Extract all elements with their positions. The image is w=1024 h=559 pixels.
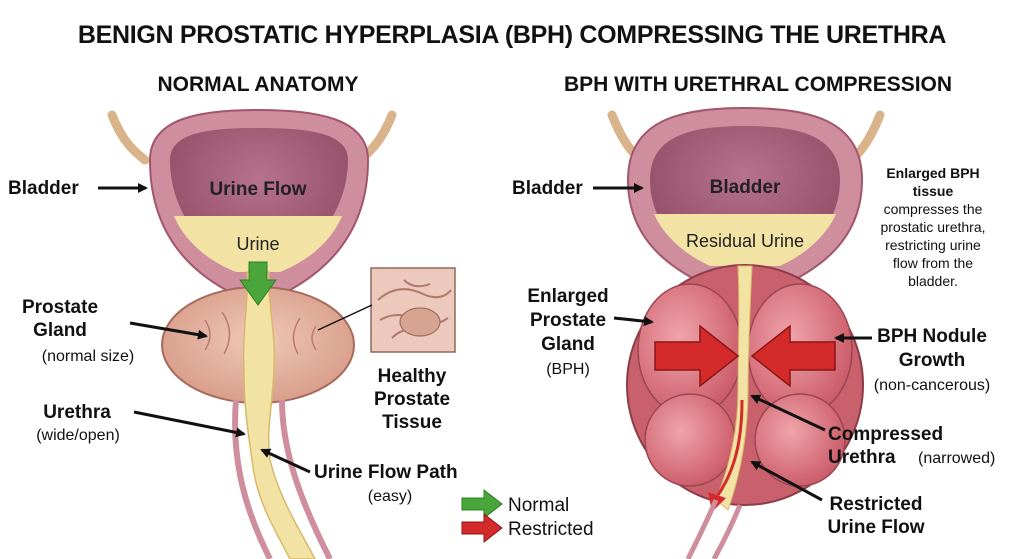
bph-heading: BPH WITH URETHRAL COMPRESSION (564, 73, 952, 96)
legend-normal-label: Normal (508, 495, 569, 516)
bph-note: Enlarged BPH tissue compresses the prost… (880, 165, 985, 289)
left-compression-arrow (654, 324, 740, 388)
bph-illustration (607, 106, 885, 559)
restricted-flow-line (716, 399, 744, 496)
note-line4: flow from the (893, 255, 973, 271)
flow-path-label: Urine Flow Path (314, 462, 458, 483)
enlarged-arrow (613, 316, 654, 327)
restricted-arrow (750, 460, 823, 502)
normal-anatomy-illustration (107, 108, 397, 559)
enlarged-label-line2: Prostate (530, 310, 606, 331)
bph-urethra-sheath (685, 498, 743, 559)
prostate-sub-label: (normal size) (42, 348, 134, 365)
restricted-label-line2: Urine Flow (827, 517, 924, 538)
prostate-label-line1: Prostate (22, 297, 98, 318)
legend: Normal Restricted (461, 488, 594, 544)
residual-urine-pool (654, 214, 836, 266)
urethra-arrow (133, 410, 246, 438)
note-line1: compresses the (884, 201, 983, 217)
urethra-label: Urethra (43, 402, 111, 423)
compressed-label-line2: Urethra (828, 447, 896, 468)
note-line5: bladder. (908, 273, 958, 289)
page-title: BENIGN PROSTATIC HYPERPLASIA (BPH) COMPR… (78, 21, 947, 49)
nodule-label-line2: Growth (899, 350, 966, 371)
healthy-tissue-pointer (317, 304, 373, 331)
healthy-tissue-inset (370, 267, 456, 353)
normal-heading: NORMAL ANATOMY (157, 73, 358, 96)
flow-path-arrow (260, 448, 311, 474)
flow-path-sub-label: (easy) (368, 488, 412, 505)
prostate-texture (204, 311, 317, 355)
normal-flow-arrow (239, 261, 277, 306)
legend-restricted-label: Restricted (508, 519, 594, 540)
note-line2: prostatic urethra, (880, 219, 985, 235)
bph-bladder-label: Bladder (512, 178, 583, 199)
restricted-label-line1: Restricted (830, 494, 923, 515)
left-ureter (107, 110, 150, 165)
enlarged-sub-label: (BPH) (546, 361, 590, 378)
right-compression-arrow (750, 324, 836, 388)
prostate-label-line2: Gland (33, 320, 87, 341)
healthy-label-line1: Healthy (378, 366, 447, 387)
compressed-arrow (750, 394, 826, 432)
enlarged-label-line3: Gland (541, 334, 595, 355)
healthy-label-line2: Prostate (374, 389, 450, 410)
healthy-label-line3: Tissue (382, 412, 442, 433)
legend-restricted-arrow-icon (461, 512, 503, 544)
residual-urine-label: Residual Urine (686, 231, 804, 251)
bph-bladder-inner-label: Bladder (710, 177, 781, 198)
urine-flow-inner-label: Urine Flow (209, 179, 306, 200)
bph-right-lower-lobe (754, 393, 846, 487)
normal-bladder-label: Bladder (8, 178, 79, 199)
note-line3: restricting urine (885, 237, 981, 253)
urethra-sub-label: (wide/open) (36, 427, 120, 444)
nodule-label-line1: BPH Nodule (877, 326, 987, 347)
normal-urethra (242, 271, 316, 559)
compressed-urethra (715, 265, 753, 511)
nodule-sub-label: (non-cancerous) (874, 377, 991, 394)
note-bold-line1: Enlarged BPH (886, 165, 979, 181)
enlarged-label-line1: Enlarged (527, 286, 608, 307)
bph-left-lower-lobe (644, 393, 736, 487)
urine-pool (174, 216, 342, 272)
note-bold-line2: tissue (913, 183, 954, 199)
urethra-sheath (232, 399, 333, 559)
compressed-label-line1: Compressed (828, 424, 943, 445)
prostate-arrow (129, 321, 208, 340)
urine-inner-label: Urine (236, 234, 279, 254)
compressed-sub-label: (narrowed) (918, 450, 995, 467)
legend-normal-arrow-icon (461, 488, 503, 520)
